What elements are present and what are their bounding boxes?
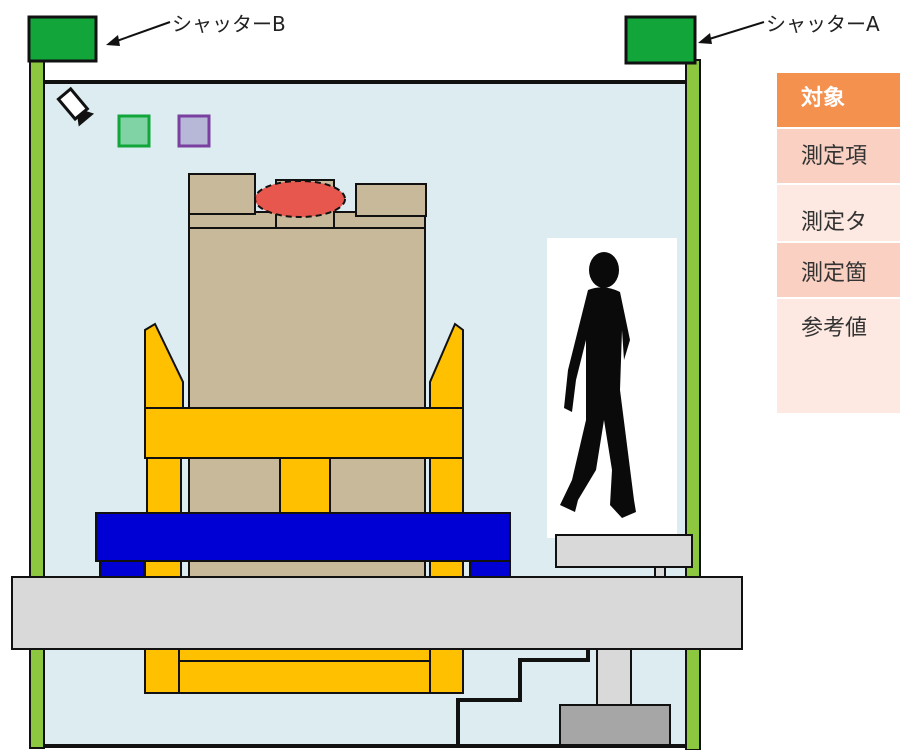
box-top-right — [355, 183, 427, 217]
table-row: 測定箇 — [777, 241, 900, 297]
frame-leg-right — [429, 457, 464, 519]
measurement-target-marker — [254, 180, 346, 218]
side-platform — [555, 534, 693, 568]
blue-base-foot-right — [469, 560, 511, 578]
shutter-a-label: シャッターA — [766, 12, 880, 36]
frame-crossbar — [144, 407, 464, 459]
shutter-a-box — [624, 15, 697, 65]
person-icon — [560, 252, 636, 518]
sensor-purple-icon — [177, 114, 211, 148]
info-table: 対象 測定項 測定タ 測定箇 参考値 — [777, 73, 900, 413]
lift-column — [596, 648, 632, 708]
lower-frame-top — [144, 648, 464, 662]
blue-base-foot-left — [99, 560, 145, 578]
table-row: 測定タ — [777, 183, 900, 241]
table-header: 対象 — [777, 73, 900, 127]
frame-leg-middle — [279, 457, 331, 519]
lift-base — [559, 704, 671, 746]
arrow-shutter-a — [698, 21, 765, 44]
table-row: 測定項 — [777, 127, 900, 183]
frame-leg-left — [146, 457, 182, 519]
camera-icon — [56, 86, 95, 127]
lower-frame-left — [144, 648, 180, 694]
arrow-shutter-b — [106, 21, 171, 46]
table-row: 参考値 — [777, 297, 900, 413]
shutter-b-label: シャッターB — [172, 12, 286, 36]
sensor-green-icon — [117, 114, 151, 148]
conveyor-belt — [11, 576, 743, 650]
stairs-outline — [456, 649, 590, 746]
lower-frame-base — [178, 660, 431, 694]
blue-base — [95, 512, 511, 562]
box-top-left — [188, 173, 256, 215]
lower-frame-right — [429, 648, 464, 694]
shutter-b-box — [27, 15, 98, 63]
